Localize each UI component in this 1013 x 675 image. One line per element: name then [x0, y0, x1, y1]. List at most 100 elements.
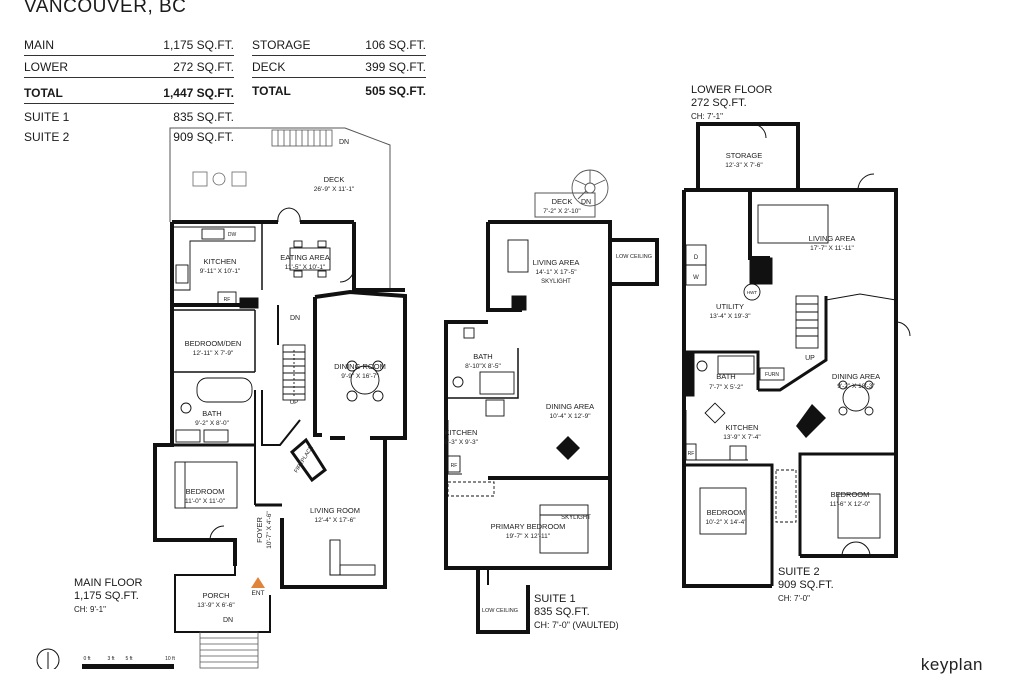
wall — [684, 188, 770, 260]
entry-marker-icon — [251, 577, 265, 588]
bath-fixtures — [696, 355, 785, 381]
room-name: DECK — [324, 175, 345, 184]
porch-outline — [174, 566, 271, 633]
bedroom-door — [841, 541, 871, 557]
area-label: SUITE 1 — [24, 110, 70, 124]
room-name: BATH — [716, 372, 735, 381]
pillar — [749, 257, 773, 285]
room-name: LIVING ROOM — [310, 506, 360, 515]
room-dims: 13'-9" X 7'-4" — [723, 434, 761, 441]
area-label: SUITE 2 — [24, 130, 70, 144]
wall — [750, 188, 898, 558]
floor-name: SUITE 2 — [778, 566, 820, 578]
kitchen-counter — [685, 402, 748, 461]
room-dims: 12'-11" X 7'-9" — [193, 350, 234, 357]
dn-tag: DN — [339, 139, 349, 146]
room-dims: 10'-2" X 14'-4" — [705, 519, 747, 526]
divider — [24, 55, 234, 56]
deck-door — [277, 207, 301, 223]
area-value: 106 SQ.FT. — [365, 38, 426, 52]
room-name: STORAGE — [726, 151, 763, 160]
living-sofa — [507, 239, 529, 273]
room-dims: 19'-7" X 12'-11" — [506, 533, 551, 540]
up-tag: UP — [805, 355, 815, 362]
room-name: BATH — [202, 409, 221, 418]
main-floor-plan — [153, 127, 407, 669]
room-name: KITCHEN — [445, 428, 478, 437]
floor-ceiling-height: CH: 7'-0" — [778, 594, 810, 603]
floor-name: MAIN FLOOR — [74, 577, 143, 589]
wall — [682, 190, 772, 588]
scale-label: 5 ft — [126, 656, 134, 662]
room-name: PRIMARY BEDROOM — [491, 522, 566, 531]
small-deck — [534, 192, 596, 218]
room-dims: 12'-4" X 17'-6" — [314, 517, 356, 524]
area-value: 505 SQ.FT. — [365, 84, 426, 98]
floor-name: SUITE 1 — [534, 593, 576, 605]
room-name: BEDROOM — [707, 508, 746, 517]
living-sofa — [757, 204, 829, 244]
room-name: PORCH — [202, 591, 229, 600]
scale-bar: 0 ft 3 ft 5 ft 10 ft — [36, 648, 175, 669]
floor-ceiling-height: CH: 7'-0" (VAULTED) — [534, 620, 619, 630]
room-dims: 17'-7" X 11'-11" — [810, 245, 854, 252]
room-name: DINING AREA — [546, 402, 594, 411]
deck-furniture — [192, 171, 247, 187]
room-dims: 11'-5" X 10'-1" — [285, 264, 326, 271]
wall — [314, 289, 407, 440]
floor-ceiling-height: CH: 7'-1" — [691, 112, 723, 121]
floor-area: 1,175 SQ.FT. — [74, 590, 139, 602]
wall — [153, 305, 237, 566]
living-sofa — [329, 539, 376, 576]
fridge-tag: RF — [224, 297, 231, 303]
room-dims: 9'-11" X 10'-1" — [200, 268, 241, 275]
wall — [758, 296, 828, 392]
room-labels: DECK 26'-9" X 11'-1" KITCHEN 9'-11" X 10… — [36, 139, 880, 669]
scale-label: 0 ft — [84, 656, 92, 662]
room-dims: 9'-3" X 9'-3" — [444, 439, 479, 446]
dining-table — [346, 360, 384, 402]
area-value: 399 SQ.FT. — [365, 60, 426, 74]
dryer-tag: D — [694, 255, 699, 261]
kitchen-counter — [174, 226, 256, 305]
room-name: DINING ROOM — [334, 362, 386, 371]
spiral-stair — [571, 169, 609, 207]
up-tag: UP — [290, 400, 298, 406]
room-name: LIVING AREA — [533, 258, 580, 267]
wall — [444, 320, 612, 570]
lower-stairs — [795, 295, 819, 349]
room-dims: 9'-2" X 8'-0" — [195, 420, 230, 427]
bath-fixtures — [452, 327, 515, 395]
side-door — [339, 267, 355, 283]
area-label: LOWER — [24, 60, 69, 74]
entry-tag: ENT — [252, 590, 265, 597]
pillar — [683, 351, 695, 397]
storage-door — [751, 123, 767, 139]
deck-stairs — [271, 129, 333, 147]
pillar — [511, 295, 527, 311]
washer-tag: W — [693, 275, 699, 281]
room-dims: 11'-0" X 11'-0" — [185, 498, 226, 505]
room-name: EATING AREA — [280, 253, 329, 262]
room-name: LIVING AREA — [809, 234, 856, 243]
location-title: VANCOUVER, BC — [24, 0, 187, 17]
area-value: 835 SQ.FT. — [173, 110, 234, 124]
low-ceiling-room — [608, 238, 659, 286]
porch-stairs — [199, 631, 259, 669]
skylight-tag: SKYLIGHT — [561, 515, 591, 521]
room-dims: 9'-2" X 18'-3" — [837, 383, 875, 390]
dining-column — [556, 436, 580, 460]
floor-area: 272 SQ.FT. — [691, 97, 747, 109]
room-dims: 14'-1" X 17'-5" — [535, 269, 577, 276]
closet — [447, 481, 495, 497]
low-ceiling-tag: LOW CEILING — [482, 608, 518, 614]
area-value: 1,175 SQ.FT. — [163, 38, 234, 52]
wall — [798, 452, 896, 556]
low-ceiling-tag: LOW CEILING — [616, 254, 652, 260]
dn-tag: DN — [223, 617, 233, 624]
wall — [446, 348, 519, 399]
room-name: DECK — [552, 197, 573, 206]
divider — [24, 103, 234, 104]
fridge-tag: RF — [688, 451, 695, 457]
